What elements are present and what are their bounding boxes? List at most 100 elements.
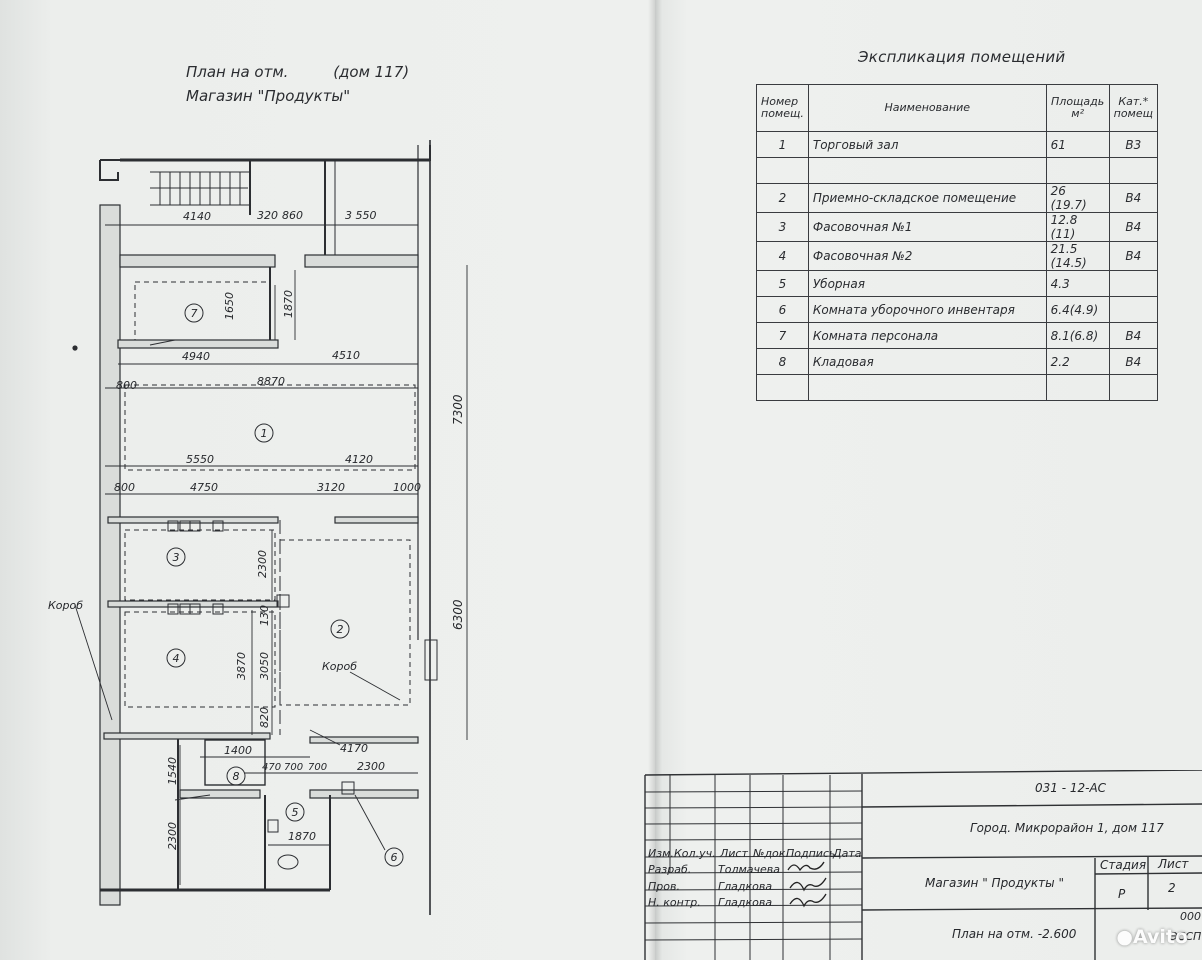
room-number: 1 [261,427,268,440]
cell-name: Фасовочная №1 [807,212,1047,242]
plan-dim: 860 [282,209,303,222]
cell-number: 2 [756,183,809,213]
table-header-row: Номер помещ. Наименование Площадь м² Кат… [756,84,1159,132]
plan-dim: 6300 [451,599,465,630]
room-number: 8 [233,770,240,783]
stamp-corner-1: 000 [1180,910,1201,923]
plan-dim: 320 [257,209,278,222]
plan-dim: 4120 [345,453,373,466]
cell-name [807,157,1047,184]
stamp-person: Гладкова [718,880,772,893]
cell-area [1045,157,1110,184]
plan-dim: 3870 [235,652,248,680]
plan-dim: 700 [284,762,303,773]
plan-title-line2: Магазин "Продукты" [186,87,351,105]
plan-title: План на отм. (дом 117) Магазин "Продукты… [186,60,409,108]
cell-category: В4 [1108,183,1159,213]
plan-dim: 3 550 [345,209,377,222]
avito-logo-icon: ●​ [1116,926,1133,948]
stamp-sheet-label: Лист [1157,857,1189,871]
avito-watermark: ●​ Avito [1116,926,1188,948]
cell-number: 5 [756,270,809,297]
stamp-object: Магазин " Продукты " [925,876,1064,890]
stamp-sheet-value: 2 [1168,881,1176,895]
signature-marks [787,861,827,908]
plan-dim: 3050 [258,652,271,680]
cell-category [1108,296,1159,323]
cell-number: 6 [756,296,809,323]
plan-dim: 2300 [357,760,385,773]
plan-dim: 4140 [183,210,211,223]
cell-area: 61 [1045,131,1110,158]
stamp-col-list: Лист [719,847,748,860]
cell-category: В4 [1108,348,1159,375]
stamp-corner-2: ЭССП [1169,930,1201,943]
plan-dim: 800 [114,481,135,494]
room-number: 5 [292,806,299,819]
stamp-col-kol: Кол.уч. [674,847,716,860]
table-row [756,157,1159,184]
book-spine [648,0,662,960]
plan-dim: 4170 [340,742,368,755]
cell-area: 8.1(6.8) [1045,322,1110,349]
stamp-col-data: Дата [832,847,862,860]
stamp-sheet-title: План на отм. -2.600 [952,927,1077,941]
stamp-role: Разраб. [648,863,691,876]
cell-name: Фасовочная №2 [807,241,1047,271]
cell-category [1108,157,1159,184]
cell-name: Торговый зал [807,131,1047,158]
plan-dim: 1650 [223,292,236,320]
title-block: Изм. Кол.уч. Лист №док. Подпись Дата Раз… [644,770,1202,960]
cell-category: В4 [1108,322,1159,349]
plan-title-line1: План на отм. [186,63,289,81]
cell-area [1045,374,1110,401]
plan-dim: 1540 [166,757,179,785]
cell-number: 7 [756,322,809,349]
plan-dim: 5550 [186,453,214,466]
plan-dim: 1000 [393,481,421,494]
avito-watermark-text: Avito [1132,926,1188,948]
plan-dim: 2300 [256,550,269,578]
cell-number: 8 [756,348,809,375]
col-name-header: Наименование [807,84,1047,132]
stamp-person: Гладкова [718,896,772,909]
plan-dim: 130 [258,605,271,626]
cell-category: В4 [1108,241,1159,271]
cell-number: 1 [756,131,809,158]
room-number: 4 [173,652,180,665]
cell-category: В4 [1108,212,1159,242]
korob-label-right: Короб [322,660,357,673]
korob-label-left: Короб [48,599,83,612]
stamp-role: Н. контр. [648,896,701,909]
table-row [756,374,1159,401]
cell-area: 2.2 [1045,348,1110,375]
cell-area: 12.8 (11) [1045,212,1110,242]
plan-dim: 2300 [166,822,179,850]
cell-number [756,374,809,401]
cell-name: Кладовая [807,348,1047,375]
cell-category [1108,374,1159,401]
room-number: 2 [337,623,344,636]
plan-dim: 800 [116,379,137,392]
col-number-header: Номер помещ. [756,84,809,132]
plan-dim: 820 [258,707,271,728]
cell-category: В3 [1108,131,1159,158]
stamp-stage-value: Р [1118,887,1126,901]
cell-number: 4 [756,241,809,271]
explication-table: Номер помещ. Наименование Площадь м² Кат… [756,84,1159,401]
plan-dim: 4510 [332,349,360,362]
cell-number: 3 [756,212,809,242]
room-number: 7 [191,307,198,320]
plan-dim: 3120 [317,481,345,494]
plan-dim: 700 [308,762,327,773]
plan-dim: 8870 [257,375,285,388]
cell-area: 4.3 [1045,270,1110,297]
explication-title: Экспликация помещений [858,48,1066,66]
